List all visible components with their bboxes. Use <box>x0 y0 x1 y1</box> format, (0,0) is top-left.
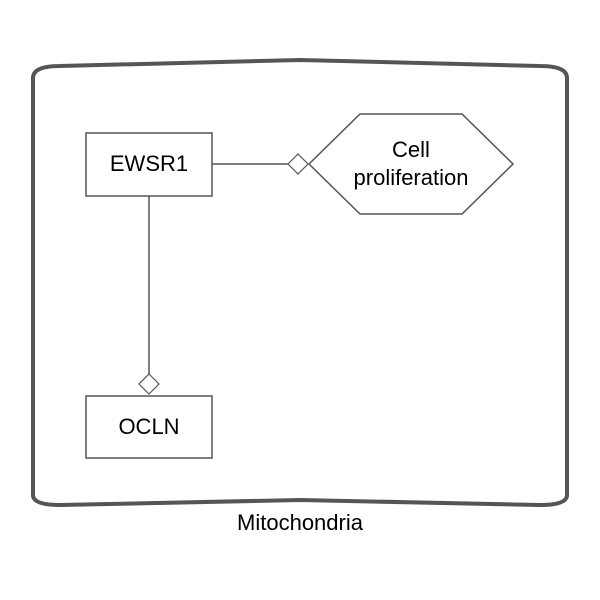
node-ocln[interactable]: OCLN <box>85 395 213 459</box>
node-cell-proliferation[interactable]: Cell proliferation <box>307 113 515 215</box>
open-diamond-arrowhead <box>138 373 160 395</box>
node-ocln-label: OCLN <box>118 414 179 439</box>
node-cell-proliferation-label-line1: Cell <box>392 137 430 162</box>
node-ewsr1-label: EWSR1 <box>110 151 188 176</box>
node-cell-proliferation-hexagon <box>307 113 515 215</box>
node-ewsr1-box <box>85 132 213 197</box>
node-ewsr1[interactable]: EWSR1 <box>85 132 213 197</box>
compartment-label: Mitochondria <box>237 510 364 535</box>
node-ocln-box <box>85 395 213 459</box>
node-cell-proliferation-label-line2: proliferation <box>354 165 469 190</box>
